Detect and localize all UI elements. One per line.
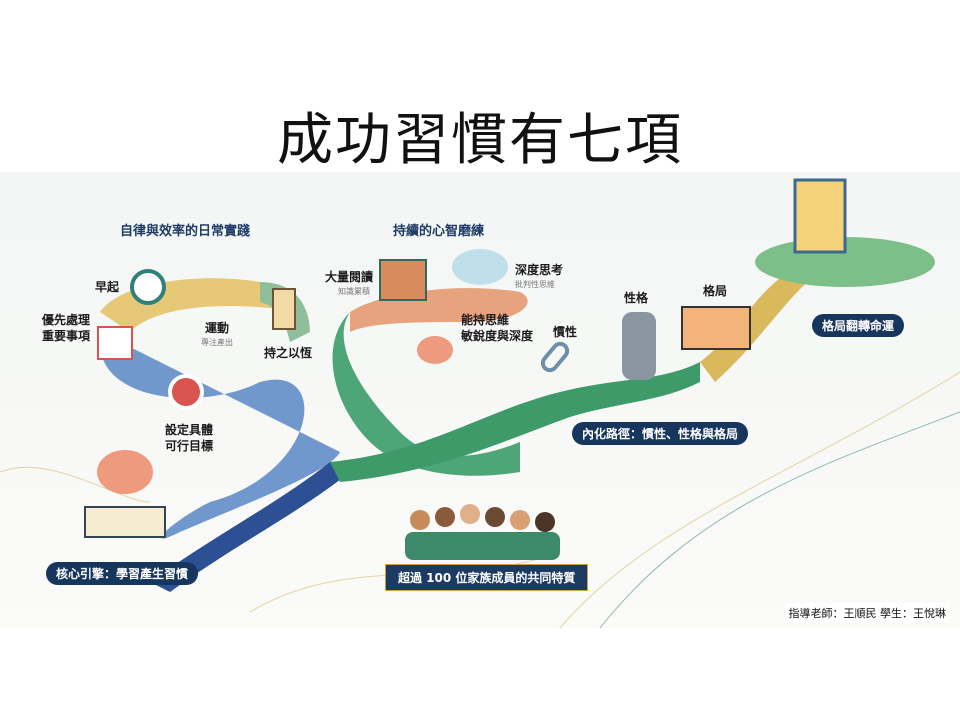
panorama-screen-icon — [681, 306, 751, 350]
credit-text: 指導老師：王順民 學生：王悅琳 — [784, 603, 950, 623]
door-icon — [793, 178, 847, 254]
label-exercise: 運動 — [205, 321, 230, 335]
blue-path — [150, 462, 350, 592]
pill-destiny: 格局翻轉命運 — [812, 314, 905, 337]
chain-icon — [540, 341, 570, 373]
pill-core-engine: 核心引擎：學習產生習慣 — [46, 562, 199, 585]
label-early-rise: 早起 — [95, 280, 120, 294]
pill-internalization: 內化路徑：慣性、性格與格局 — [572, 422, 749, 445]
infographic: 自律與效率的日常實踐 持續的心智磨練 早起 運動 專注產出 持之以恆 優先處理 … — [0, 172, 960, 628]
label-deep-think-sub: 批判性思維 — [515, 280, 555, 289]
alarm-clock-icon — [130, 269, 166, 305]
hourglass-icon — [272, 288, 296, 330]
label-reading-sub: 知識累積 — [338, 287, 370, 296]
label-inertia: 慣性 — [553, 325, 578, 339]
thought-cloud-icon — [452, 249, 508, 285]
blue-staircase — [99, 332, 340, 539]
label-persist: 持之以恆 — [264, 346, 313, 360]
label-priority: 優先處理 重要事項 — [42, 313, 91, 343]
label-vision: 格局 — [703, 284, 728, 298]
label-exercise-sub: 專注產出 — [201, 338, 233, 347]
label-character: 性格 — [624, 291, 649, 305]
slide-title: 成功習慣有七項 — [277, 108, 683, 173]
section-title-mind: 持續的心智磨練 — [393, 224, 485, 239]
gold-road — [700, 267, 820, 382]
statue-icon — [622, 312, 656, 380]
banner-family-traits: 超過 100 位家族成員的共同特質 — [385, 564, 589, 591]
label-deep-think: 深度思考 — [515, 263, 564, 277]
green-spiral — [332, 312, 520, 476]
green-road — [330, 362, 700, 482]
label-keep-thinking: 能持思維 敏銳度與深度 — [461, 313, 534, 343]
brain-icon-2 — [417, 336, 453, 364]
books-icon — [379, 259, 427, 301]
label-goals: 設定具體 可行目標 — [165, 423, 214, 453]
people-group-icon — [405, 504, 560, 560]
target-icon — [168, 374, 204, 410]
calendar-icon — [97, 326, 133, 360]
open-book-icon — [84, 506, 166, 538]
label-reading: 大量閱讀 — [325, 270, 374, 284]
section-title-daily: 自律與效率的日常實踐 — [120, 224, 251, 239]
brain-icon — [97, 450, 153, 494]
path-illustration — [0, 178, 960, 628]
